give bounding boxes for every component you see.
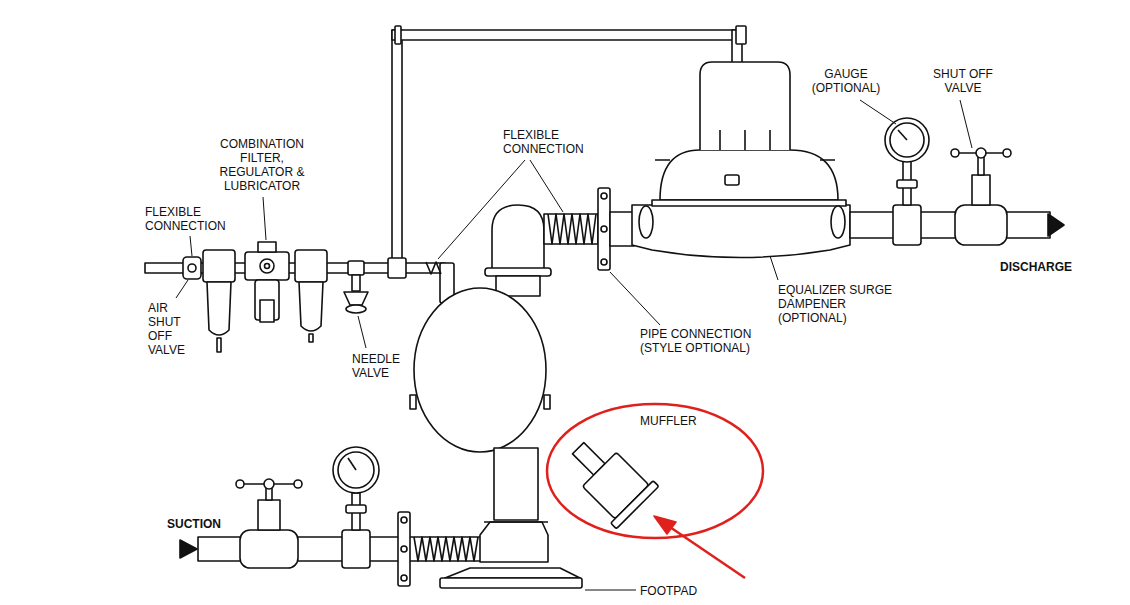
air-shut-off-valve — [183, 257, 201, 279]
gauge-face — [338, 452, 374, 488]
flow-arrow — [1048, 214, 1064, 236]
air-pipe — [392, 30, 402, 266]
leader-lines — [176, 100, 972, 590]
discharge-pipe — [850, 212, 1050, 238]
gauge-needle — [348, 458, 356, 470]
air-pipe — [392, 30, 742, 40]
callout-arrowhead — [654, 516, 676, 534]
part-label: SHUT OFF VALVE — [930, 67, 996, 95]
elbow — [395, 26, 401, 44]
gauge — [885, 118, 929, 162]
footpad — [440, 578, 582, 588]
part-label: SUCTION — [167, 517, 221, 531]
footpad — [445, 568, 580, 578]
pipe-flange — [398, 512, 410, 586]
part-label: COMBINATION FILTER, REGULATOR & LUBRICAT… — [216, 137, 308, 193]
gauge — [333, 447, 379, 493]
tee-fitting — [388, 258, 406, 278]
pump-body — [414, 288, 546, 452]
shut-off-valve — [951, 148, 1011, 245]
part-label: AIR SHUT OFF VALVE — [148, 301, 194, 357]
elbow — [736, 26, 746, 44]
part-label: NEEDLE VALVE — [352, 352, 410, 380]
manifold-rim — [485, 268, 551, 276]
needle-valve — [344, 261, 368, 313]
tee-fitting — [893, 205, 921, 245]
flexible-connection — [544, 214, 598, 244]
shut-off-valve — [236, 479, 302, 568]
pump-tab — [410, 395, 416, 409]
tee-fitting — [342, 530, 370, 568]
pipe-flange — [598, 188, 634, 270]
valve-knob — [188, 264, 196, 272]
manifold-elbow — [492, 205, 544, 275]
flex-hose — [426, 262, 441, 274]
gauge-needle — [898, 130, 907, 140]
part-label: EQUALIZER SURGE DAMPENER (OPTIONAL) — [778, 283, 894, 325]
flexible-connection — [414, 537, 478, 561]
flow-arrow — [180, 540, 197, 558]
filter-regulator-lubricator — [203, 242, 327, 352]
highlight-ellipse-outline — [547, 404, 763, 538]
part-label: DISCHARGE — [1000, 260, 1072, 274]
highlight-ellipse: MUFFLER — [545, 402, 765, 540]
part-label: FLEXIBLE CONNECTION — [145, 205, 233, 233]
manifold-elbow — [480, 522, 548, 562]
part-label: PIPE CONNECTION (STYLE OPTIONAL) — [640, 327, 758, 355]
callout-label: MUFFLER — [640, 414, 697, 428]
part-label: FOOTPAD — [640, 584, 697, 598]
gauge-face — [890, 123, 924, 157]
part-label: FLEXIBLE CONNECTION — [503, 128, 595, 156]
gauge-cock — [346, 505, 366, 513]
gauge-cock — [897, 180, 917, 188]
part-label: GAUGE (OPTIONAL) — [806, 67, 886, 95]
manifold-neck — [494, 448, 538, 520]
pump-tab — [544, 395, 550, 409]
